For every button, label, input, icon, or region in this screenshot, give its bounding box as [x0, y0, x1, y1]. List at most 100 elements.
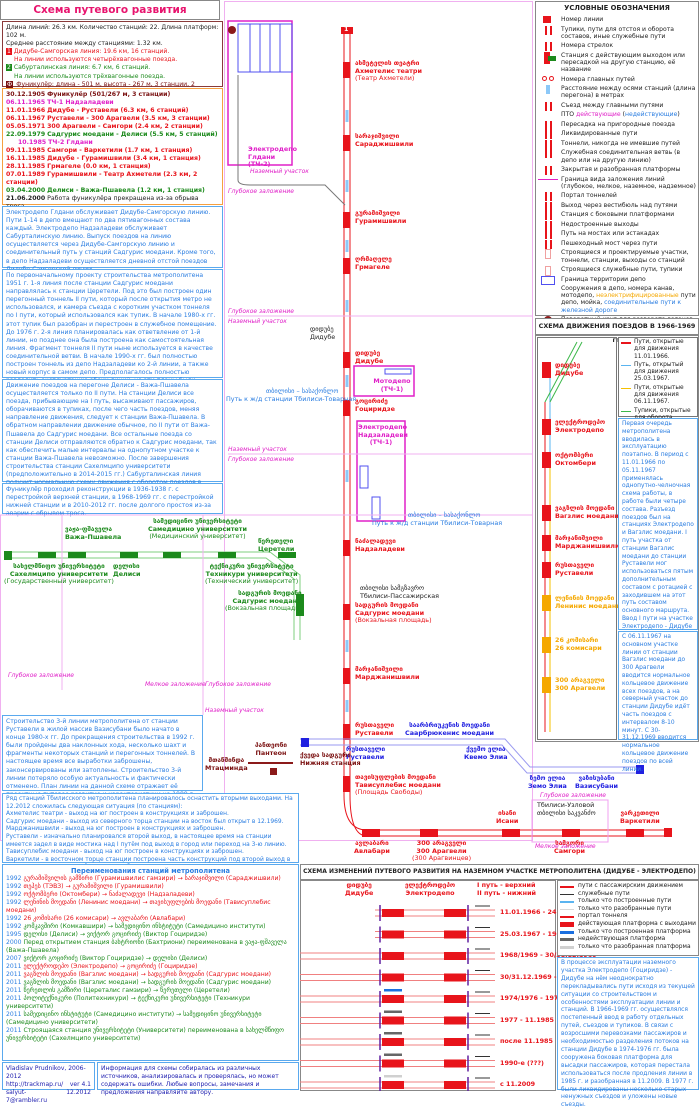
- legend-label: Номера главных путей: [561, 75, 635, 83]
- chronology-text: Садгурис моедани - Делиси (5.5 км, 5 ста…: [47, 131, 218, 138]
- station-platform: [68, 552, 86, 558]
- s69-platform: [542, 595, 551, 611]
- s69-ka: 26 კომისარი: [555, 636, 602, 645]
- line1-number: 1: [344, 25, 349, 33]
- legend-item: Закрытая и разобранная платформы: [538, 166, 696, 176]
- rename-item: 2011 ვაგზლის მოედანი (Вагзлис моедани) →…: [6, 979, 295, 987]
- s69-ru: Ленинис моедани: [555, 602, 621, 611]
- chronology-item: 06.11.1967 Руставели - 300 Арагвели (3.5…: [6, 115, 219, 123]
- legend-label: Граница вида заложения линий (глубокое, …: [561, 175, 696, 190]
- station-name-russian: Делиси: [113, 569, 141, 578]
- legend-symbol-portal-icon: [538, 192, 558, 202]
- station-name-georgian: სადგურის მოედანი: [355, 601, 419, 609]
- legend-symbol-part: [550, 230, 552, 240]
- station-platform: [218, 552, 236, 558]
- legend-item: Пересадка на пригородные поезда: [538, 120, 696, 130]
- changes-legend-item: портал тоннеля: [560, 913, 696, 921]
- zone-label-deep: Глубокое заложение: [228, 188, 294, 195]
- station-platform: [343, 668, 350, 684]
- station-platform: [343, 135, 350, 151]
- station-name-russian: Пантеон: [255, 748, 287, 757]
- pto-text: ПТО: [561, 111, 577, 119]
- station-name-russian: 300 Арагвели: [416, 846, 467, 855]
- s69-ru: 300 Арагвели: [555, 684, 605, 693]
- legend-symbol-part: [545, 211, 547, 221]
- chronology-item: 10.1985 ТЧ-2 Глдани: [6, 139, 219, 147]
- legend-symbol-closed-icon: [538, 166, 558, 176]
- changes-period-label: 30/31.12.1969 - 1974/1976: [500, 972, 597, 981]
- station-name-georgian: თავისუფლების მოედანი: [355, 773, 436, 781]
- depot-gldani-name: Электродепо Глдани (ТЧ-2): [248, 145, 298, 169]
- station-name-russian: Самгори: [554, 846, 586, 855]
- rail-station-georgian: თბილისი სამგზავრო: [360, 584, 424, 592]
- s69-station-russian: Руставели: [555, 568, 594, 577]
- station-name-alt: (Технический университет): [205, 577, 299, 586]
- legend-item-depot: Сооружения в депо, номера канав, мотодеп…: [538, 285, 696, 314]
- changes-period-label: 11.01.1966 - 24.03.1967: [500, 908, 588, 916]
- legend-label: Тоннели, никогда не имевшие путей: [561, 139, 680, 147]
- track-top-label: I путь - верхний: [477, 881, 536, 889]
- changes-legend-label: недействующая платформа: [578, 936, 666, 943]
- site-link[interactable]: http://trackmap.ru/: [6, 1081, 64, 1088]
- email-link[interactable]: salyut-7@rambler.ru: [6, 1089, 48, 1104]
- legend-item: Ликвидированные пути: [538, 130, 696, 140]
- chronology-item: 09.11.1985 Самгори - Варкетили (1.7 км, …: [6, 147, 219, 155]
- legend-label: Номера стрелок: [561, 42, 614, 50]
- note-delisi: Движение поездов на перегоне Делиси - Ва…: [2, 379, 223, 494]
- changes-period-label: 1968/1969 - 30/31.12.1969: [500, 951, 597, 959]
- depot-nadzaladevi-border: [356, 420, 406, 522]
- station-name-russian: Садгурис моедани: [355, 608, 425, 617]
- changes-station-georgian: ელექტროდეპო: [405, 881, 456, 889]
- chronology-text: Гурамишвили - Театр Ахметели (2.3 км, 2 …: [6, 171, 198, 186]
- station-name-georgian: სარაჯიშვილი: [355, 132, 400, 140]
- station-name-georgian: რუსთაველი: [355, 721, 395, 729]
- depot-gldani-building: [237, 23, 293, 73]
- changes-platform: [382, 909, 404, 917]
- legend-symbol-part: [545, 266, 551, 277]
- legend-symbol-part: [550, 139, 552, 149]
- rename-item: 1995 დელისი (Делиси) → ვიქტორ გოცირიძე (…: [6, 931, 295, 939]
- s69-platform: [542, 362, 551, 378]
- station-platform: [343, 604, 350, 620]
- rename-year: 1992: [6, 899, 22, 907]
- changes-legend-item: только что разобранные пути: [560, 906, 696, 914]
- legend-item: Станция с боковыми платформами: [538, 211, 696, 221]
- changes-diagram: [300, 905, 495, 1091]
- changes-legend-label: только что разобранные пути: [578, 905, 672, 912]
- rename-text: დელისი (Делиси) → ვიქტორ გოცირიძე (Викто…: [23, 931, 208, 939]
- s69-ka: ვაგზლის მოედანი: [555, 504, 619, 513]
- legend-symbol-part: [541, 275, 555, 285]
- rail-tovarnaya-label-2b: Путь к ж/д станции Тбилиси-Товарная: [372, 519, 502, 528]
- station-name-russian: Варкетили: [620, 816, 660, 825]
- rail-tovarnaya-georgian: თბილისი – სასაქონლო: [408, 511, 481, 519]
- legend-label: Станция с действующим выходом или переса…: [561, 51, 685, 74]
- legend-symbol-unfin-icon: [538, 220, 558, 230]
- legend-label: Портал тоннелей: [561, 192, 617, 200]
- station-name-georgian: ვაზისუბანი: [578, 774, 615, 782]
- legend-label: ПТО действующие (недействующие): [561, 111, 680, 118]
- changes-platform: [382, 952, 404, 960]
- legend-symbol-part: [550, 192, 552, 202]
- legend-symbol-depotb-icon: [538, 275, 558, 285]
- pto-inactive: недействующие: [624, 111, 678, 119]
- line1-cars: На линии используются четырёхвагонные по…: [14, 56, 178, 64]
- rail-tovarnaya-georgian: თბილისი – სასაქონლო: [266, 387, 339, 395]
- rename-item: 2007 ვიქტორ გოცირიძე (Виктор Гоциридзе) …: [6, 955, 295, 963]
- station-name-russian: Земо Элиа: [528, 781, 567, 790]
- legend-symbol-pto-icon: [538, 111, 558, 118]
- station-name-russian: Самедицино университети: [148, 524, 247, 533]
- rename-text: ელექტროდეპო (Электродепо) → გოცირიძე (Го…: [23, 963, 198, 971]
- distance-marker: [345, 180, 349, 192]
- changes-legend-symbol-icon: [560, 946, 574, 950]
- line3-end-badge-icon: [636, 765, 644, 774]
